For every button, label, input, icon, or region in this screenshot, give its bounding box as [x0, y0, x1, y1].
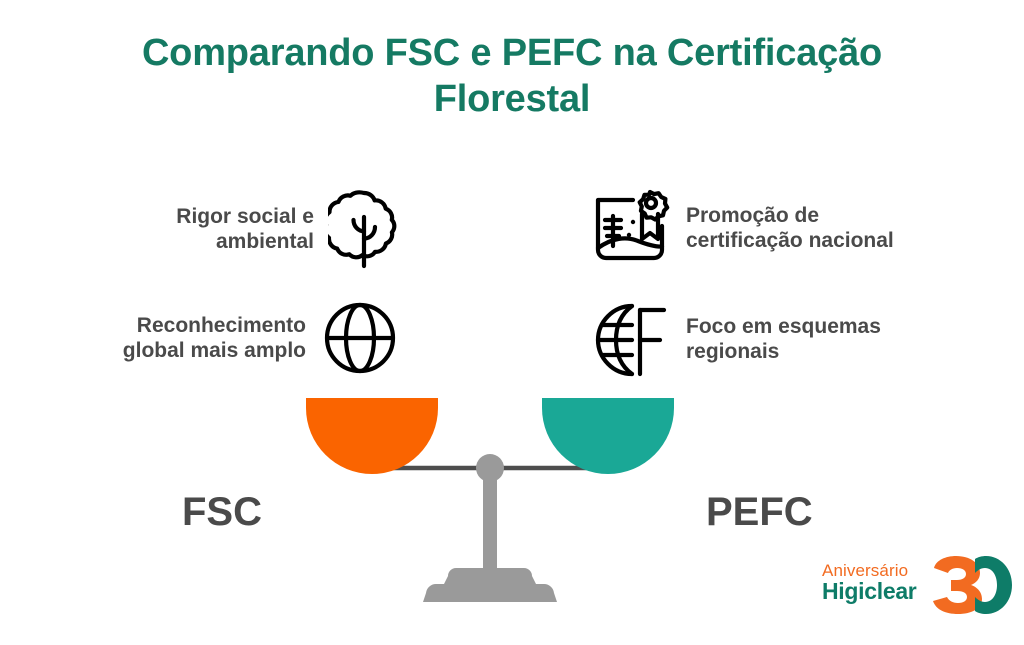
feature-right-promocao: Promoção de certificação nacional [588, 186, 998, 270]
scale-pan-left [306, 398, 438, 474]
label-fsc: FSC [182, 490, 262, 534]
logo-line-aniversario: Aniversário [822, 561, 909, 580]
regional-globe-icon [595, 303, 667, 377]
tree-icon [328, 190, 397, 269]
scale-base-lower [423, 583, 557, 602]
feature-left-2-label: Reconhecimento global mais amplo [122, 313, 306, 362]
scale-pivot [476, 454, 504, 482]
logo-line-higiclear: Higiclear [822, 578, 917, 604]
logo-wordmark: Aniversário Higiclear [822, 561, 917, 604]
scale-pan-right [542, 398, 674, 474]
feature-right-1-label: Promoção de certificação nacional [686, 203, 894, 252]
higiclear-logo: Aniversário Higiclear [822, 556, 1012, 622]
feature-right-2-label: Foco em esquemas regionais [686, 314, 881, 363]
page-title: Comparando FSC e PEFC na Certificação Fl… [141, 32, 883, 121]
feature-right-regional: Foco em esquemas regionais [588, 298, 998, 380]
scale-base-upper [444, 568, 536, 584]
balance-scale [306, 398, 674, 602]
scale-post [483, 468, 497, 568]
label-pefc: PEFC [706, 490, 813, 534]
logo-digit-0 [975, 556, 1012, 614]
feature-left-global: Reconhecimento global mais amplo [38, 298, 400, 378]
globe-icon [324, 302, 396, 374]
certificate-landscape-icon [595, 189, 670, 261]
logo-30-mark [933, 556, 1012, 614]
feature-left-1-label: Rigor social e ambiental [176, 204, 314, 253]
feature-left-rigor: Rigor social e ambiental [38, 186, 400, 272]
logo-digit-3 [933, 556, 982, 614]
